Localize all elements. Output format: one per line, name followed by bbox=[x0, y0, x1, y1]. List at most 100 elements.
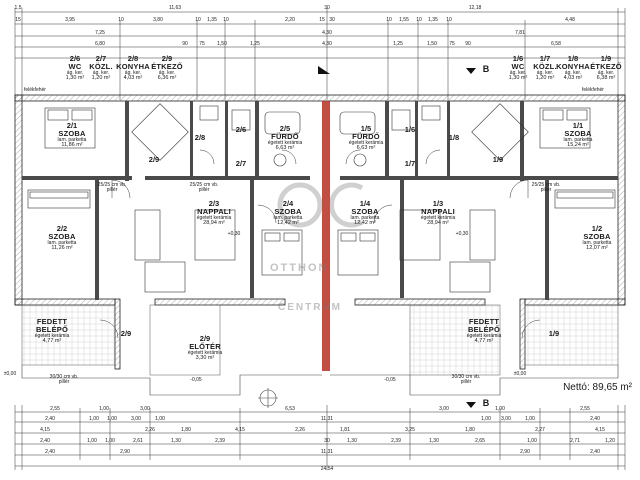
dim-label: 2,39 bbox=[215, 438, 225, 444]
dim-label: 10 bbox=[195, 17, 201, 23]
room-label-1-5: 1/5 FÜRDŐ égetett kerámia 6,63 m² bbox=[349, 125, 383, 152]
dim-label: 2,71 bbox=[570, 438, 580, 444]
room-floor: ág. ker. bbox=[92, 69, 110, 76]
room-number: 2/9 bbox=[161, 54, 173, 63]
dim-label: 3,00 bbox=[140, 406, 150, 412]
dim-label: 30 bbox=[324, 5, 330, 11]
room-floor: égetett kerámia bbox=[466, 332, 502, 339]
dim-label: 2,90 bbox=[520, 449, 530, 455]
level-mark: -0,05 bbox=[384, 377, 396, 383]
room-floor: égetett kerámia bbox=[348, 139, 384, 146]
dim-label: 2,40 bbox=[45, 416, 55, 422]
section-markers bbox=[318, 66, 476, 408]
dim-label: 3,25 bbox=[405, 427, 415, 433]
room-name: NAPPALI bbox=[197, 206, 231, 216]
dim-label: 1,35 bbox=[428, 17, 438, 23]
room-floor: lam. parketta bbox=[350, 214, 380, 221]
room-floor: lam. parketta bbox=[47, 239, 77, 246]
room-name: KÖZL. bbox=[89, 61, 113, 71]
dim-label: 30 bbox=[324, 438, 330, 444]
room-label-1-3: 1/3 NAPPALI égetett kerámia 28,94 m² bbox=[421, 200, 455, 227]
dim-label: 1,5 bbox=[14, 5, 22, 11]
dim-label: 2,65 bbox=[475, 438, 485, 444]
dim-label: 4,30 bbox=[322, 41, 332, 47]
room-label-entry-left: FEDETT BELÉPŐ égetett kerámia 4,77 m² bbox=[32, 318, 72, 345]
room-area: 1,30 m² bbox=[508, 75, 528, 81]
dim-label: 1,00 bbox=[481, 416, 491, 422]
room-floor: égetett kerámia bbox=[196, 214, 232, 221]
dim-label: 10 bbox=[446, 17, 452, 23]
dim-label: 1,00 bbox=[105, 438, 115, 444]
dim-label: 3,80 bbox=[153, 17, 163, 23]
top-dimension-ticks bbox=[14, 8, 626, 100]
entry-zones bbox=[21, 304, 619, 376]
compass-icon bbox=[258, 388, 278, 408]
room-tag: 1/6 bbox=[404, 125, 416, 134]
bottom-dimension-lines bbox=[15, 411, 625, 467]
dim-label: 1,55 bbox=[399, 17, 409, 23]
room-number: 1/2 bbox=[591, 224, 603, 233]
dim-label: 1,25 bbox=[250, 41, 260, 47]
dim-label: 6,80 bbox=[95, 41, 105, 47]
dim-label: 1,00 bbox=[525, 416, 535, 422]
room-name: FEDETT BELÉPŐ bbox=[35, 317, 69, 334]
pillar-note: 25/25 cm vb. pillér bbox=[189, 182, 219, 194]
watermark-logo bbox=[277, 182, 364, 228]
room-name: ÉTKEZŐ bbox=[590, 61, 622, 71]
room-floor: lam. parketta bbox=[57, 136, 87, 143]
corner-tag: felékfehér bbox=[582, 87, 604, 93]
room-label-1-9: 1/9 ÉTKEZŐ ág. ker. 6,38 m² bbox=[590, 55, 622, 82]
dim-label: 10 bbox=[386, 17, 392, 23]
dim-label: 75 bbox=[199, 41, 205, 47]
dim-label: 3,00 bbox=[439, 406, 449, 412]
room-number: 1/8 bbox=[567, 54, 579, 63]
room-area: 4,77 m² bbox=[474, 338, 494, 344]
level-mark: -0,05 bbox=[190, 377, 202, 383]
room-number: 2/8 bbox=[127, 54, 139, 63]
room-label-2-3: 2/3 NAPPALI égetett kerámia 28,94 m² bbox=[197, 200, 231, 227]
dim-label: 1,30 bbox=[429, 438, 439, 444]
room-tag: 2/9 bbox=[120, 329, 132, 338]
dim-label: 15 bbox=[319, 17, 325, 23]
room-name: FÜRDŐ bbox=[271, 131, 299, 141]
room-tag: 1/7 bbox=[404, 159, 416, 168]
room-floor: égetett kerámia bbox=[34, 332, 70, 339]
room-area: 12,42 m² bbox=[354, 220, 376, 226]
outdoor-outline bbox=[21, 365, 619, 396]
dim-label: 90 bbox=[465, 41, 471, 47]
dim-label: 2,20 bbox=[285, 17, 295, 23]
dim-label: 1,80 bbox=[181, 427, 191, 433]
dim-label: 2,27 bbox=[535, 427, 545, 433]
room-area: 6,63 m² bbox=[356, 145, 376, 151]
dim-label: 2,90 bbox=[120, 449, 130, 455]
room-floor: ág. ker. bbox=[124, 69, 142, 76]
room-name: FEDETT BELÉPŐ bbox=[467, 317, 501, 334]
room-area: 6,63 m² bbox=[275, 145, 295, 151]
room-number: 2/5 bbox=[279, 124, 291, 133]
room-name: NAPPALI bbox=[421, 206, 455, 216]
door-swings bbox=[99, 149, 541, 339]
dim-label: 4,30 bbox=[322, 30, 332, 36]
dim-label: 1,00 bbox=[99, 406, 109, 412]
room-area: 4,03 m² bbox=[123, 75, 143, 81]
room-number: 2/1 bbox=[66, 121, 78, 130]
room-number: 2/9 bbox=[199, 334, 211, 343]
room-name: SZOBA bbox=[351, 206, 379, 216]
room-number: 1/9 bbox=[600, 54, 612, 63]
dim-label: 1,00 bbox=[495, 406, 505, 412]
dim-label: 2,26 bbox=[295, 427, 305, 433]
room-name: KONYHA bbox=[116, 61, 150, 71]
dim-label: 1,20 bbox=[605, 438, 615, 444]
room-label-2-2: 2/2 SZOBA lam. parketta 11,26 m² bbox=[48, 225, 77, 252]
dim-label: 12,18 bbox=[468, 5, 482, 11]
dim-label: 2,26 bbox=[145, 427, 155, 433]
room-number: 1/7 bbox=[539, 54, 551, 63]
room-area: 11,86 m² bbox=[61, 142, 83, 148]
room-tag: 2/8 bbox=[194, 133, 206, 142]
room-number: 1/5 bbox=[360, 124, 372, 133]
dim-total: 24,54 bbox=[320, 466, 334, 472]
room-label-2-8: 2/8 KONYHA ág. ker. 4,03 m² bbox=[116, 55, 150, 82]
dim-label: 2,40 bbox=[45, 449, 55, 455]
room-area: 6,36 m² bbox=[157, 75, 177, 81]
furniture bbox=[27, 103, 616, 293]
